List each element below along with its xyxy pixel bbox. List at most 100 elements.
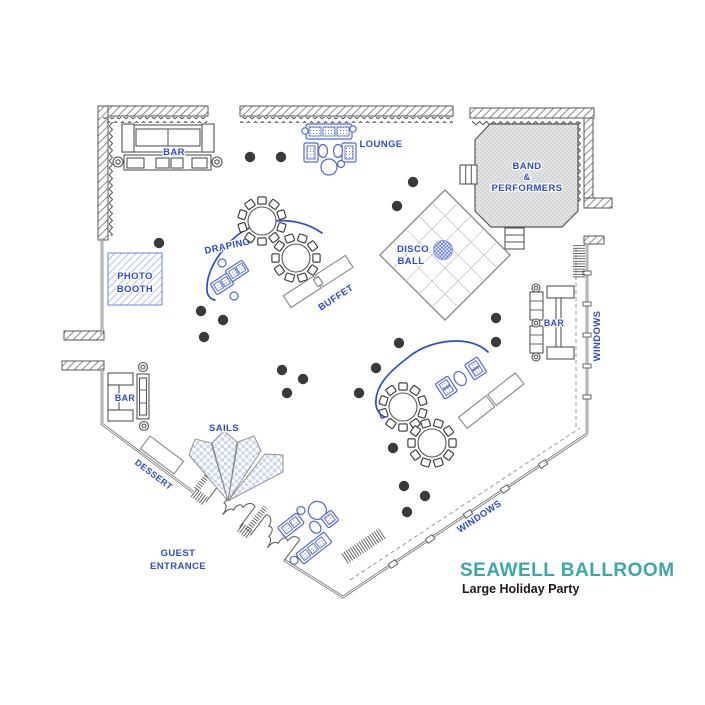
chair [409, 448, 422, 462]
photo-booth-label-line2: BOOTH [117, 284, 153, 295]
disco-label-line2: BALL [398, 256, 425, 267]
sail-blade [188, 438, 229, 502]
disco-ball-icon [433, 240, 453, 260]
cocktail-table [297, 373, 309, 385]
door-coil [189, 488, 208, 506]
chair [312, 253, 321, 263]
cocktail-table [387, 442, 399, 454]
dining-table [407, 418, 457, 468]
cocktail-table [398, 480, 410, 492]
entrance-door-2 [250, 513, 301, 561]
chair [407, 438, 416, 448]
dessert-station: DESSERT [132, 435, 185, 493]
dining-table [378, 382, 428, 432]
cocktail-table [419, 490, 431, 502]
band-label-line3: PERFORMERS [491, 183, 562, 194]
stage-stairs-left [459, 164, 478, 185]
event-subtitle: Large Holiday Party [462, 582, 579, 596]
lounge-top: LOUNGE [301, 123, 403, 176]
wall-top-center [239, 105, 454, 117]
sail-blade [211, 430, 238, 502]
sail-blade [227, 453, 284, 502]
chair [398, 382, 408, 391]
sail-blade [227, 435, 262, 502]
chair [257, 237, 267, 246]
cocktail-table [490, 312, 502, 324]
windows-right-label: WINDOWS [592, 311, 603, 362]
draping-right [375, 340, 489, 418]
sails-decor: SAILS [188, 422, 284, 533]
cocktail-table [276, 364, 288, 376]
cocktail-tables [153, 151, 502, 518]
chair [384, 384, 398, 397]
guest-entrance-label-line1: GUEST [161, 548, 196, 559]
guest-entrance-doors: GUEST ENTRANCE [149, 480, 301, 573]
wall-window-bracket [583, 235, 605, 245]
wall-corridor-stub-2 [61, 360, 105, 371]
dining-tables [237, 196, 457, 468]
cocktail-table [244, 151, 256, 163]
wall-drape-zigzag [577, 122, 583, 202]
chair [257, 196, 267, 205]
walls [61, 105, 613, 599]
wall-right-stub [583, 197, 613, 209]
chair [273, 239, 286, 253]
drape-bunch [573, 244, 585, 278]
wall-drape-zigzag [103, 117, 207, 123]
chair [442, 448, 455, 462]
bar-left-label: BAR [115, 393, 136, 403]
chair [296, 233, 308, 244]
bar-top-label: BAR [163, 147, 185, 158]
chair [420, 418, 432, 429]
chair [237, 221, 248, 233]
bar-right: BAR [529, 283, 575, 362]
chair [417, 407, 428, 419]
room-title: SEAWELL BALLROOM [460, 560, 675, 581]
cocktail-table [275, 151, 287, 163]
chair [420, 457, 432, 468]
dining-table [271, 233, 321, 283]
chair [384, 417, 398, 430]
cocktail-table [217, 314, 229, 326]
chair [378, 395, 389, 407]
disco-label-line1: DISCO [397, 244, 429, 255]
chair [271, 253, 280, 263]
cocktail-table [281, 387, 293, 399]
cocktail-table [353, 387, 365, 399]
drape-bunch [340, 528, 386, 564]
chair [267, 198, 281, 211]
buffet-right [457, 372, 525, 430]
cocktail-table [195, 305, 207, 317]
draping-curve [375, 340, 489, 418]
lounge-label: LOUNGE [359, 139, 402, 150]
chair [448, 438, 457, 448]
cocktail-table [153, 237, 165, 249]
draping-curve [206, 219, 323, 301]
cocktail-table [393, 337, 405, 349]
wall-right-upper [583, 117, 594, 206]
chair [273, 263, 286, 277]
chair [432, 457, 444, 468]
chair [284, 272, 296, 283]
chair [408, 384, 422, 397]
chair [432, 418, 444, 429]
sails-label: SAILS [209, 423, 239, 434]
lounge-bottom [277, 500, 339, 565]
window-mullions [387, 270, 592, 569]
band-label-line2: & [523, 172, 530, 183]
wall-top-left [99, 105, 209, 117]
photo-booth: PHOTO BOOTH [107, 252, 163, 306]
cocktail-table [490, 336, 502, 348]
cocktail-table [198, 331, 210, 343]
photo-booth-label-line1: PHOTO [117, 271, 153, 282]
chair [442, 424, 455, 438]
chair [417, 395, 428, 407]
dining-table [237, 196, 287, 246]
wall-corridor-stub-1 [63, 330, 105, 341]
guest-entrance-label-line2: ENTRANCE [150, 561, 206, 572]
wall-top-right [469, 107, 595, 119]
wall-drape-zigzag [472, 119, 580, 125]
chair [276, 209, 287, 221]
